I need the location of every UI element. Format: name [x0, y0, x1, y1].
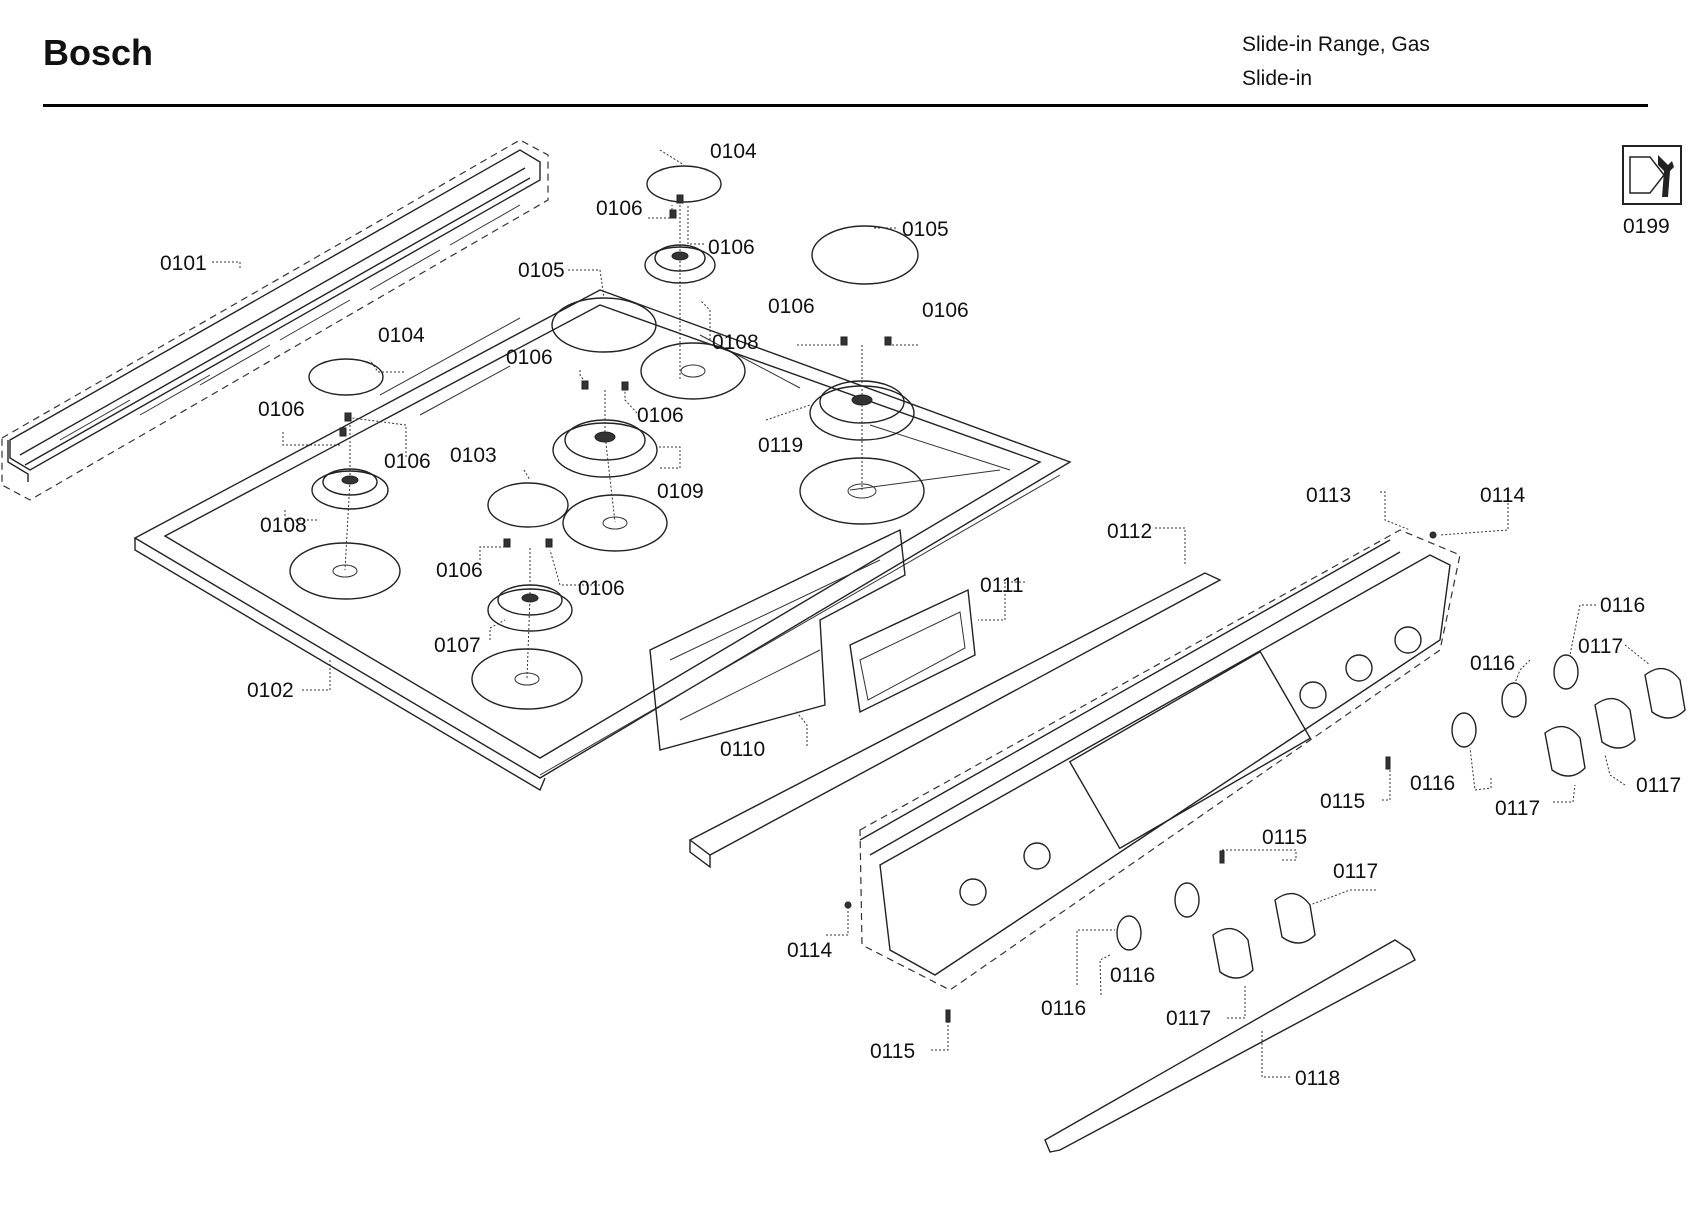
- tool-part-0199[interactable]: [1622, 145, 1682, 205]
- product-type: Slide-in Range, Gas: [1242, 33, 1430, 56]
- label-0106-i: 0106: [436, 559, 483, 582]
- part-0105-cap-right[interactable]: [811, 225, 919, 285]
- part-0110-bracket[interactable]: [649, 528, 906, 751]
- label-0106-g: 0106: [258, 398, 305, 421]
- part-0109-burner-center[interactable]: [552, 419, 658, 478]
- label-0106-j: 0106: [578, 577, 625, 600]
- part-0118-lower-trim[interactable]: [1044, 939, 1416, 1153]
- part-labels: 0101 0104 0104 0106 0106 0105 0105 0108 …: [160, 140, 1681, 1090]
- part-0116-knob-rings[interactable]: [1116, 654, 1579, 951]
- label-0104-rear: 0104: [710, 140, 757, 163]
- label-0106-d: 0106: [922, 299, 969, 322]
- label-0104-left: 0104: [378, 324, 425, 347]
- label-0110: 0110: [720, 738, 765, 761]
- part-0101-rear-trim[interactable]: [1, 139, 549, 501]
- label-0111: 0111: [980, 574, 1024, 597]
- label-0117-d: 0117: [1333, 860, 1378, 883]
- product-subtype: Slide-in: [1242, 67, 1313, 90]
- label-0107: 0107: [434, 634, 481, 657]
- label-0108-rear: 0108: [712, 331, 759, 354]
- label-0108-left: 0108: [260, 514, 307, 537]
- label-0199-wrap: 0199: [1623, 215, 1670, 238]
- label-0102: 0102: [247, 679, 294, 702]
- label-0114-bottom: 0114: [787, 939, 832, 962]
- label-0105-right: 0105: [902, 218, 949, 241]
- label-0103: 0103: [450, 444, 497, 467]
- label-0116-e: 0116: [1041, 997, 1086, 1020]
- label-0106-f: 0106: [637, 404, 684, 427]
- label-0115-c: 0115: [870, 1040, 915, 1063]
- part-0107-burner-front[interactable]: [487, 584, 573, 632]
- brand-logo: Bosch: [43, 32, 154, 73]
- label-0106-e: 0106: [506, 346, 553, 369]
- label-0117-a: 0117: [1578, 635, 1623, 658]
- label-0117-c: 0117: [1495, 797, 1540, 820]
- label-0199: 0199: [1623, 215, 1670, 238]
- label-0116-d: 0116: [1110, 964, 1155, 987]
- label-0113: 0113: [1306, 484, 1351, 507]
- label-0105-center: 0105: [518, 259, 565, 282]
- part-0103-cap-front[interactable]: [487, 482, 569, 528]
- label-0115-a: 0115: [1320, 790, 1365, 813]
- label-0115-b: 0115: [1262, 826, 1307, 849]
- label-0116-c: 0116: [1410, 772, 1455, 795]
- part-0104-small-cap-rear[interactable]: [646, 165, 722, 203]
- part-0108-burner-left[interactable]: [311, 468, 389, 510]
- label-0112: 0112: [1107, 520, 1152, 543]
- leader-lines: [212, 149, 1651, 1078]
- label-0117-b: 0117: [1636, 774, 1681, 797]
- label-0101: 0101: [160, 252, 207, 275]
- label-0106-h: 0106: [384, 450, 431, 473]
- label-0119: 0119: [758, 434, 803, 457]
- label-0116-b: 0116: [1470, 652, 1515, 675]
- part-0114-0115-screws[interactable]: [844, 531, 1437, 1023]
- part-0112-rail[interactable]: [688, 572, 1222, 869]
- part-0106-screws[interactable]: [339, 194, 892, 548]
- part-0104-small-cap-left[interactable]: [308, 358, 384, 396]
- part-0113-control-panel[interactable]: [859, 529, 1461, 991]
- wrench-icon: [1629, 155, 1674, 197]
- label-0106-b: 0106: [708, 236, 755, 259]
- label-0117-e: 0117: [1166, 1007, 1211, 1030]
- label-0109: 0109: [657, 480, 704, 503]
- label-0106-a: 0106: [596, 197, 643, 220]
- label-0116-a: 0116: [1600, 594, 1645, 617]
- label-0106-c: 0106: [768, 295, 815, 318]
- label-0114-top: 0114: [1480, 484, 1525, 507]
- label-0118: 0118: [1295, 1067, 1340, 1090]
- part-0111-display-bracket[interactable]: [849, 588, 976, 714]
- header-divider: [43, 104, 1648, 107]
- part-0117-knobs[interactable]: [1212, 667, 1686, 979]
